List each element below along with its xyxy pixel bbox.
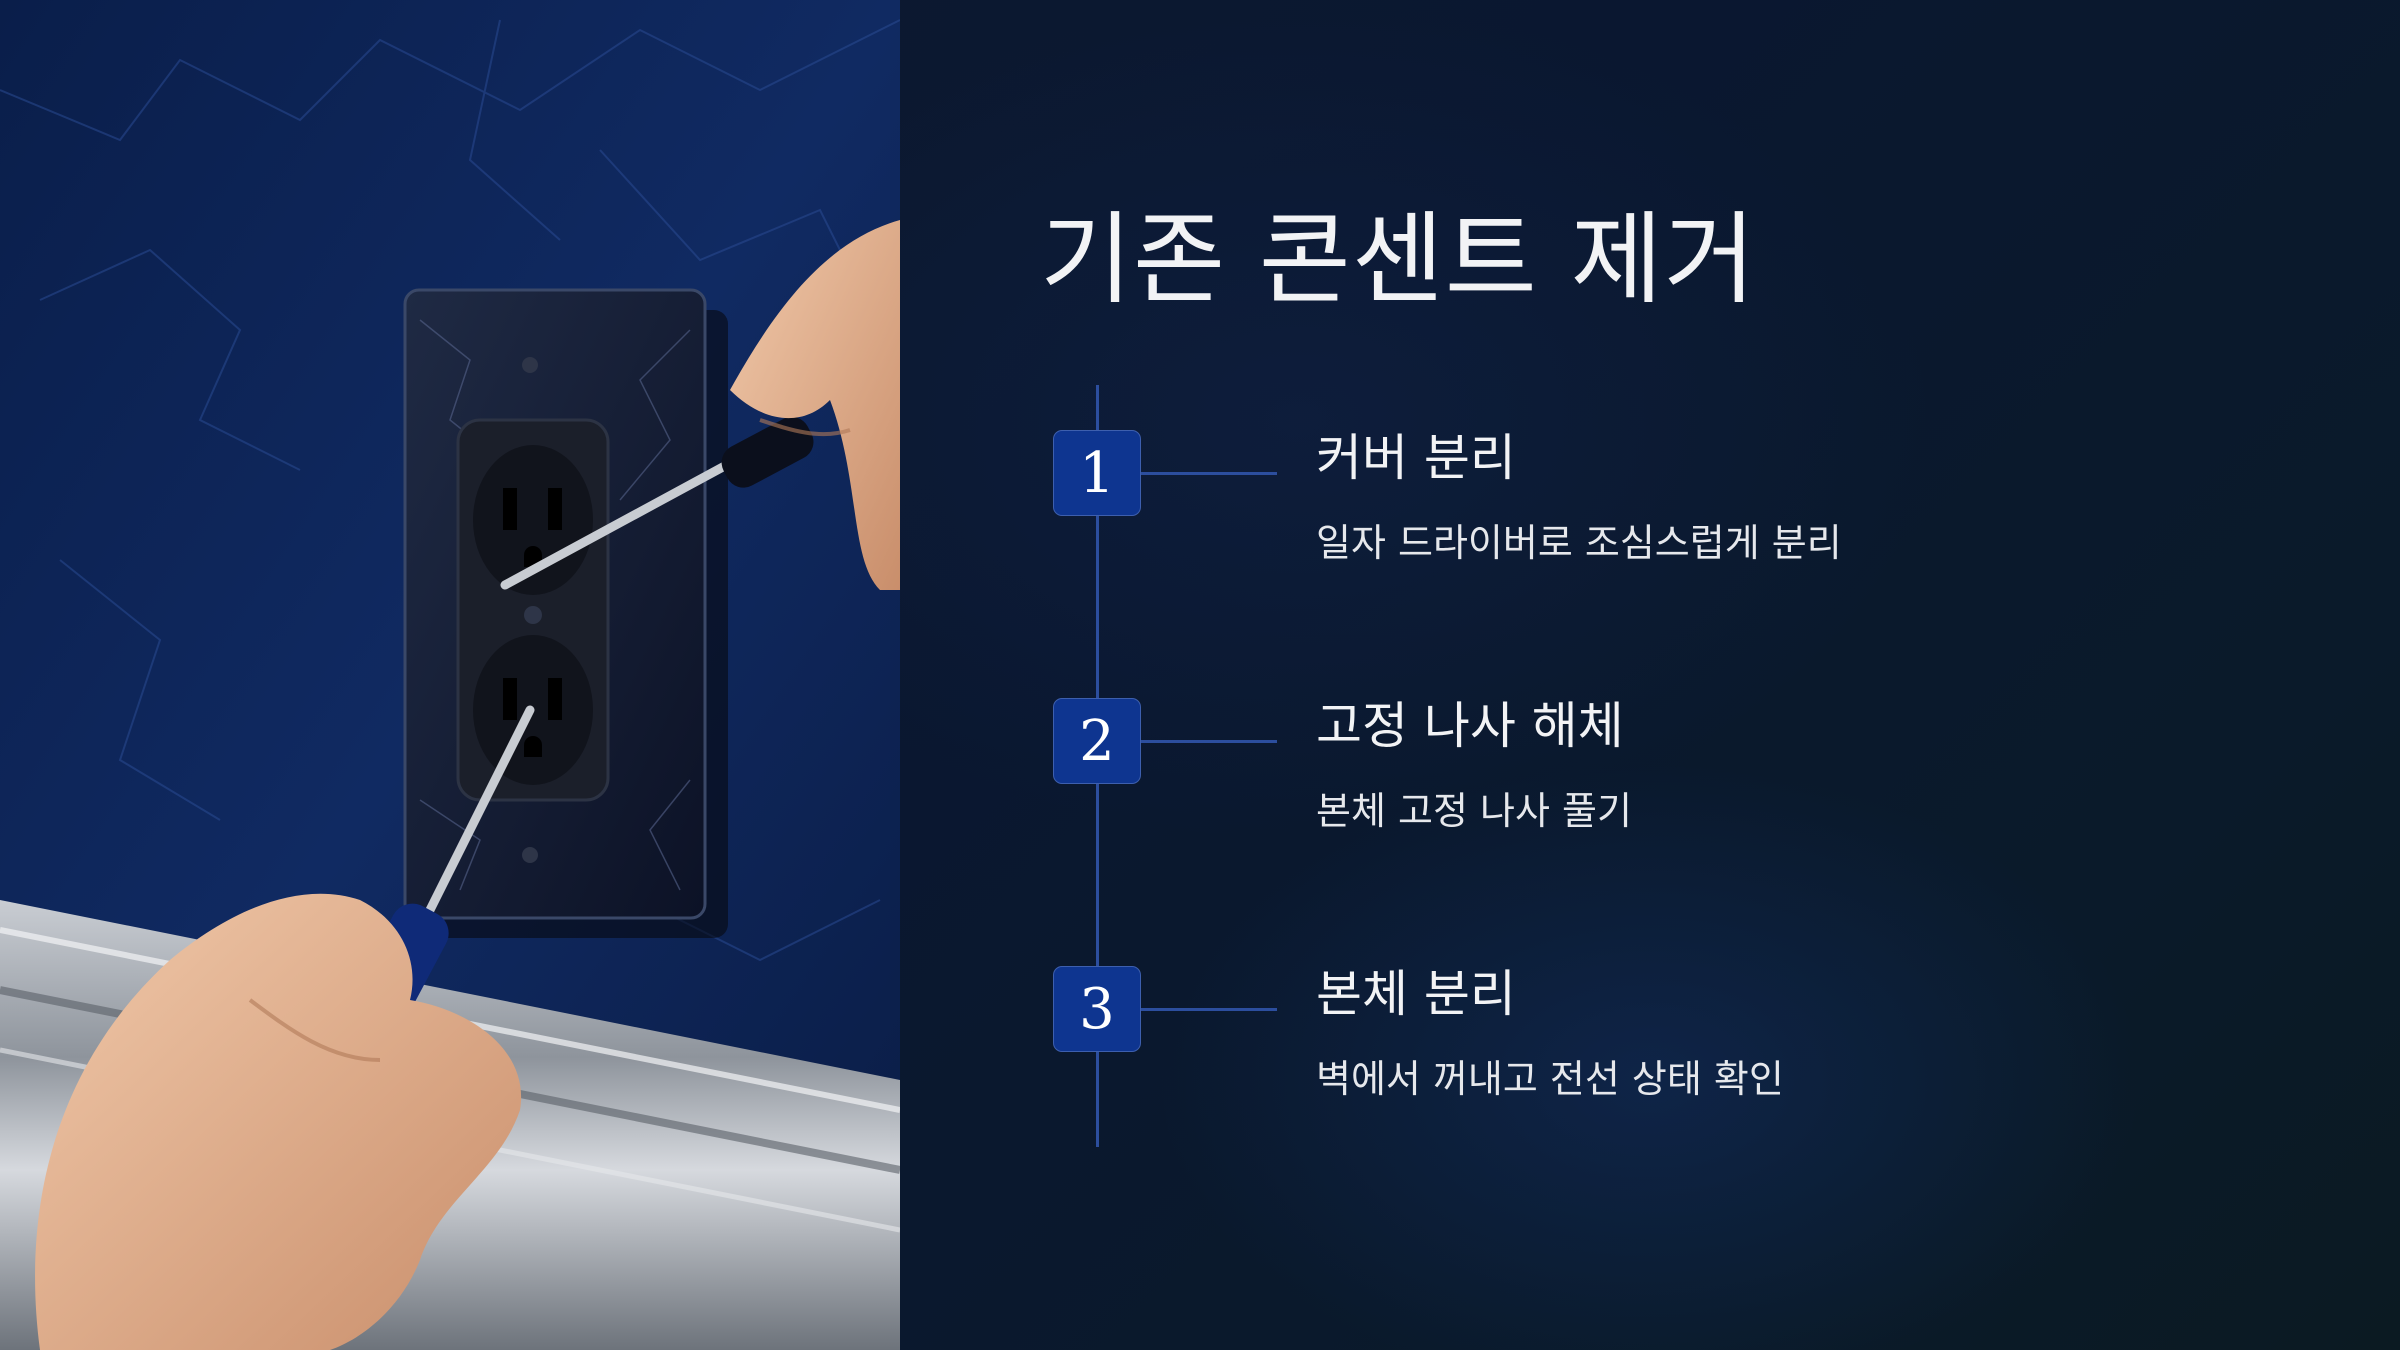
- step-1-badge: 1: [1053, 430, 1141, 516]
- step-3-badge: 3: [1053, 966, 1141, 1052]
- step-1-title: 커버 분리: [1316, 429, 1516, 487]
- step-2-badge: 2: [1053, 698, 1141, 784]
- step-1-connector: [1141, 472, 1277, 475]
- step-2-description: 본체 고정 나사 풀기: [1316, 789, 1632, 833]
- outlet-illustration: [0, 0, 900, 1350]
- outlet-removal-photo: [0, 0, 900, 1350]
- step-3-description: 벽에서 꺼내고 전선 상태 확인: [1316, 1057, 1784, 1101]
- step-2-title: 고정 나사 해체: [1316, 697, 1624, 755]
- slide-title: 기존 콘센트 제거: [1040, 201, 1757, 318]
- step-2-connector: [1141, 740, 1277, 743]
- step-1-description: 일자 드라이버로 조심스럽게 분리: [1316, 521, 1842, 565]
- step-3-connector: [1141, 1008, 1277, 1011]
- step-3-title: 본체 분리: [1316, 965, 1516, 1023]
